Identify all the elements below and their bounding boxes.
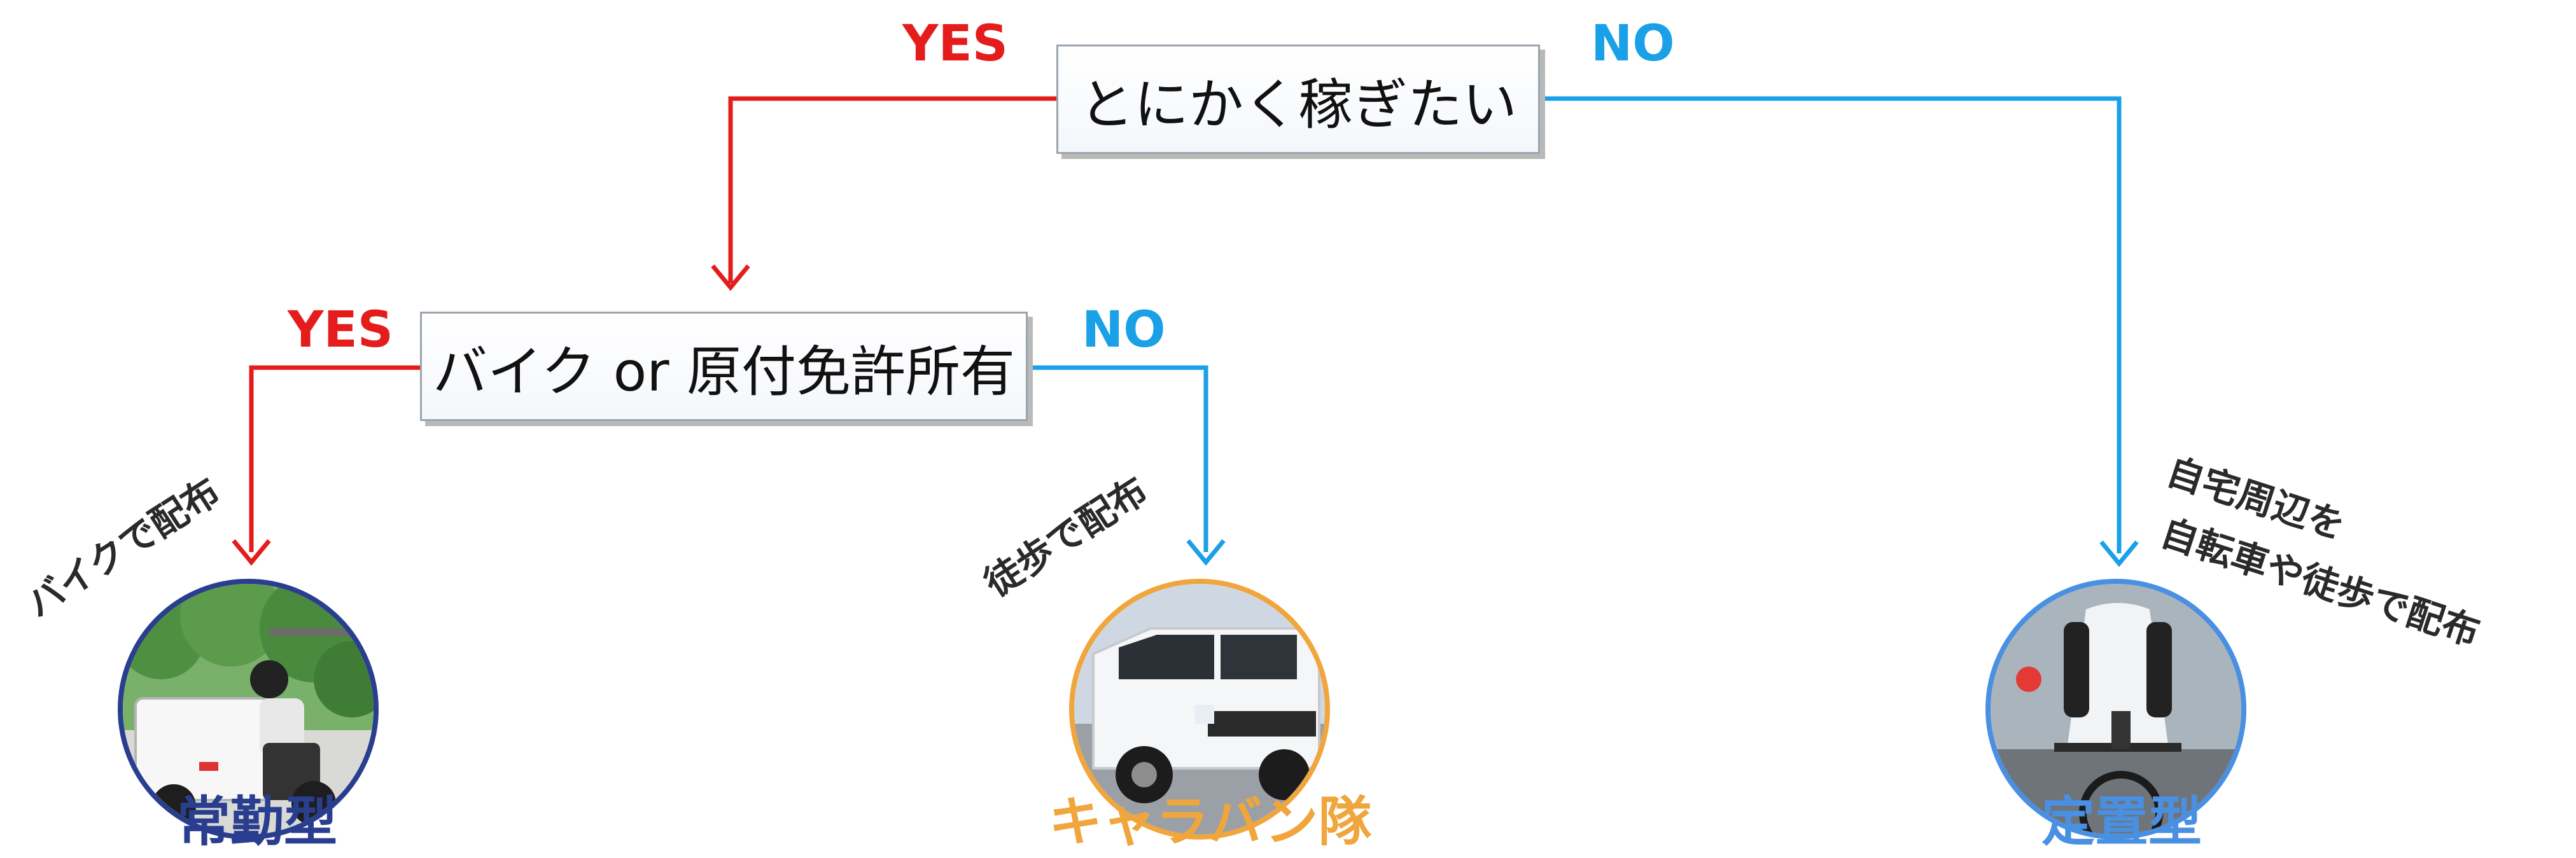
question-text-earn: とにかく稼ぎたい	[1079, 73, 1517, 137]
caravan-van-photo	[1069, 579, 1330, 840]
question-box-earn: とにかく稼ぎたい	[1056, 45, 1540, 154]
no-label-q2: NO	[1082, 301, 1166, 359]
no-connector-q2	[1028, 365, 1208, 552]
question-text-license: バイク or 原付免許所有	[433, 340, 1015, 404]
result-title-van: キャラバン隊	[1049, 791, 1372, 853]
yes-arrowhead-q2	[232, 539, 271, 566]
question-box-license: バイク or 原付免許所有	[420, 312, 1028, 421]
no-label-q1: NO	[1591, 15, 1675, 73]
van-illustration	[1074, 584, 1325, 834]
no-arrowhead-q2	[1186, 539, 1226, 566]
yes-connector-q1	[728, 96, 1056, 283]
no-connector-q1	[1540, 96, 2122, 553]
yes-label-q1: YES	[902, 15, 1008, 73]
bicycle-rider-photo	[1985, 579, 2246, 840]
no-arrowhead-q1	[2099, 540, 2139, 567]
bicycle-illustration	[1991, 584, 2241, 834]
result-title-bike: 常勤型	[177, 791, 338, 853]
result-title-fixed: 定置型	[2041, 791, 2202, 853]
yes-label-q2: YES	[288, 301, 393, 359]
yes-arrowhead-q1	[711, 264, 750, 291]
yes-connector-q2	[249, 365, 420, 552]
